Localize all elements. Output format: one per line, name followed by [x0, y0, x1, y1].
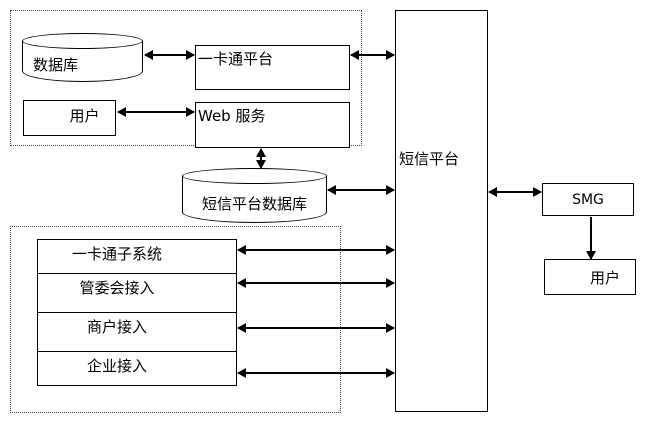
user-right-label: 用户: [589, 268, 620, 287]
arrow-committee-smsplatform: [237, 278, 395, 288]
group-access-systems: [10, 226, 341, 413]
arrow-enterprise-smsplatform: [237, 368, 395, 378]
sms-db-label: 短信平台数据库: [201, 195, 307, 213]
arrow-smg-user: [586, 217, 596, 260]
cylinder-top-ellipse: [22, 33, 143, 49]
smg-label: SMG: [572, 191, 604, 208]
node-onecard-platform: 一卡通平台: [195, 45, 350, 90]
arrow-smsplatform-smg: [488, 187, 542, 197]
node-sms-db-cylinder: 短信平台数据库: [182, 168, 327, 223]
row-committee-access-label: 管委会接入: [79, 279, 155, 297]
arrow-onecardsub-smsplatform: [237, 245, 395, 255]
row-merchant-access-label: 商户接入: [86, 318, 147, 336]
access-rows-table: 一卡通子系统 管委会接入 商户接入 企业接入: [37, 239, 237, 386]
group-onecard-platform: [10, 10, 362, 146]
user-left-label: 用户: [69, 107, 100, 125]
node-user-left: 用户: [23, 100, 116, 136]
node-smg: SMG: [542, 183, 634, 216]
row-onecard-subsystem: 一卡通子系统: [38, 240, 236, 274]
onecard-platform-label: 一卡通平台: [198, 50, 274, 68]
sms-platform-label: 短信平台: [399, 150, 460, 168]
node-user-right: 用户: [544, 259, 636, 295]
cylinder-top-ellipse: [182, 168, 327, 184]
arrow-webservice-smsdb: [256, 148, 266, 169]
row-enterprise-access: 企业接入: [38, 352, 236, 385]
row-onecard-subsystem-label: 一卡通子系统: [71, 245, 162, 263]
row-merchant-access: 商户接入: [38, 313, 236, 352]
arrow-user-webservice: [117, 107, 195, 117]
arrow-onecard-smsplatform: [350, 50, 395, 60]
arrow-database-onecard: [144, 50, 195, 60]
node-sms-platform: 短信平台: [395, 10, 488, 412]
arrow-merchant-smsplatform: [237, 323, 395, 333]
node-database-cylinder: 数据库: [22, 33, 143, 82]
web-service-label: Web 服务: [198, 107, 266, 125]
row-enterprise-access-label: 企业接入: [86, 357, 147, 375]
arrow-smsdb-smsplatform: [327, 185, 395, 195]
node-web-service: Web 服务: [195, 102, 350, 148]
row-committee-access: 管委会接入: [38, 274, 236, 313]
database-label: 数据库: [33, 56, 79, 74]
